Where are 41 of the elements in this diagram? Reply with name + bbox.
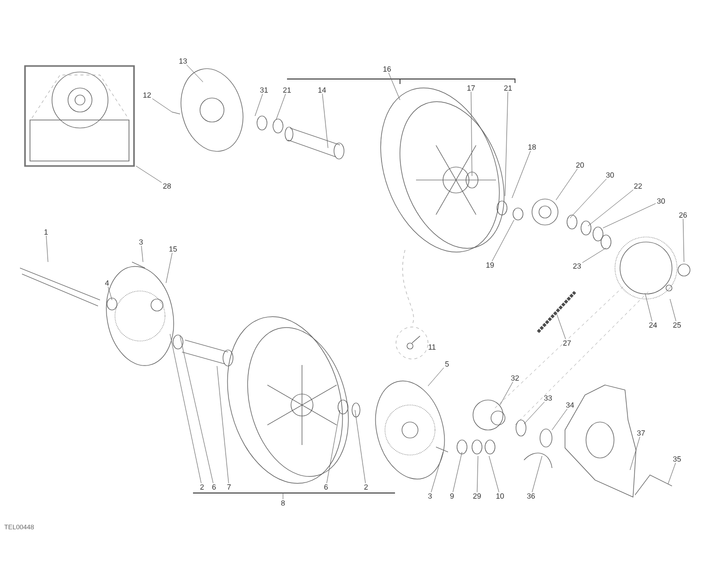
leader-line <box>668 462 676 484</box>
leader-line <box>276 94 286 120</box>
leader-line <box>152 98 172 112</box>
leader-line <box>492 220 514 262</box>
leader-line <box>476 456 478 492</box>
leader-line <box>524 402 545 424</box>
leader-line <box>602 203 656 228</box>
leader-line <box>322 94 328 148</box>
leader-line <box>254 94 263 116</box>
leader-line <box>136 166 162 183</box>
leader-line <box>141 246 144 262</box>
leader-line <box>428 368 444 386</box>
leader-line <box>326 410 340 484</box>
leader-line <box>500 382 514 406</box>
leader-line <box>556 168 578 200</box>
leader-line <box>470 92 472 176</box>
leader-line <box>166 252 172 284</box>
leader-line <box>488 456 500 492</box>
leader-line <box>216 366 229 484</box>
leader-line <box>388 72 400 100</box>
leader-line <box>430 452 444 492</box>
leader-line <box>186 64 204 82</box>
leader-line <box>588 190 634 226</box>
leader-line <box>452 452 462 492</box>
leader-line <box>582 248 606 263</box>
leader-line <box>170 334 202 484</box>
leader-line <box>108 286 112 300</box>
leader-line <box>630 436 640 470</box>
leader-line <box>570 178 607 218</box>
leader-line <box>282 492 284 500</box>
leader-line <box>354 410 366 484</box>
leader-line <box>644 292 652 322</box>
leader-line <box>670 298 676 322</box>
leader-line <box>532 456 542 492</box>
leader-line <box>556 312 566 340</box>
leader-line <box>512 150 531 198</box>
leader-line <box>552 408 568 430</box>
leader-line <box>46 236 48 262</box>
leader-line <box>504 92 508 196</box>
leader-line <box>682 218 684 262</box>
leader-line <box>180 336 214 484</box>
